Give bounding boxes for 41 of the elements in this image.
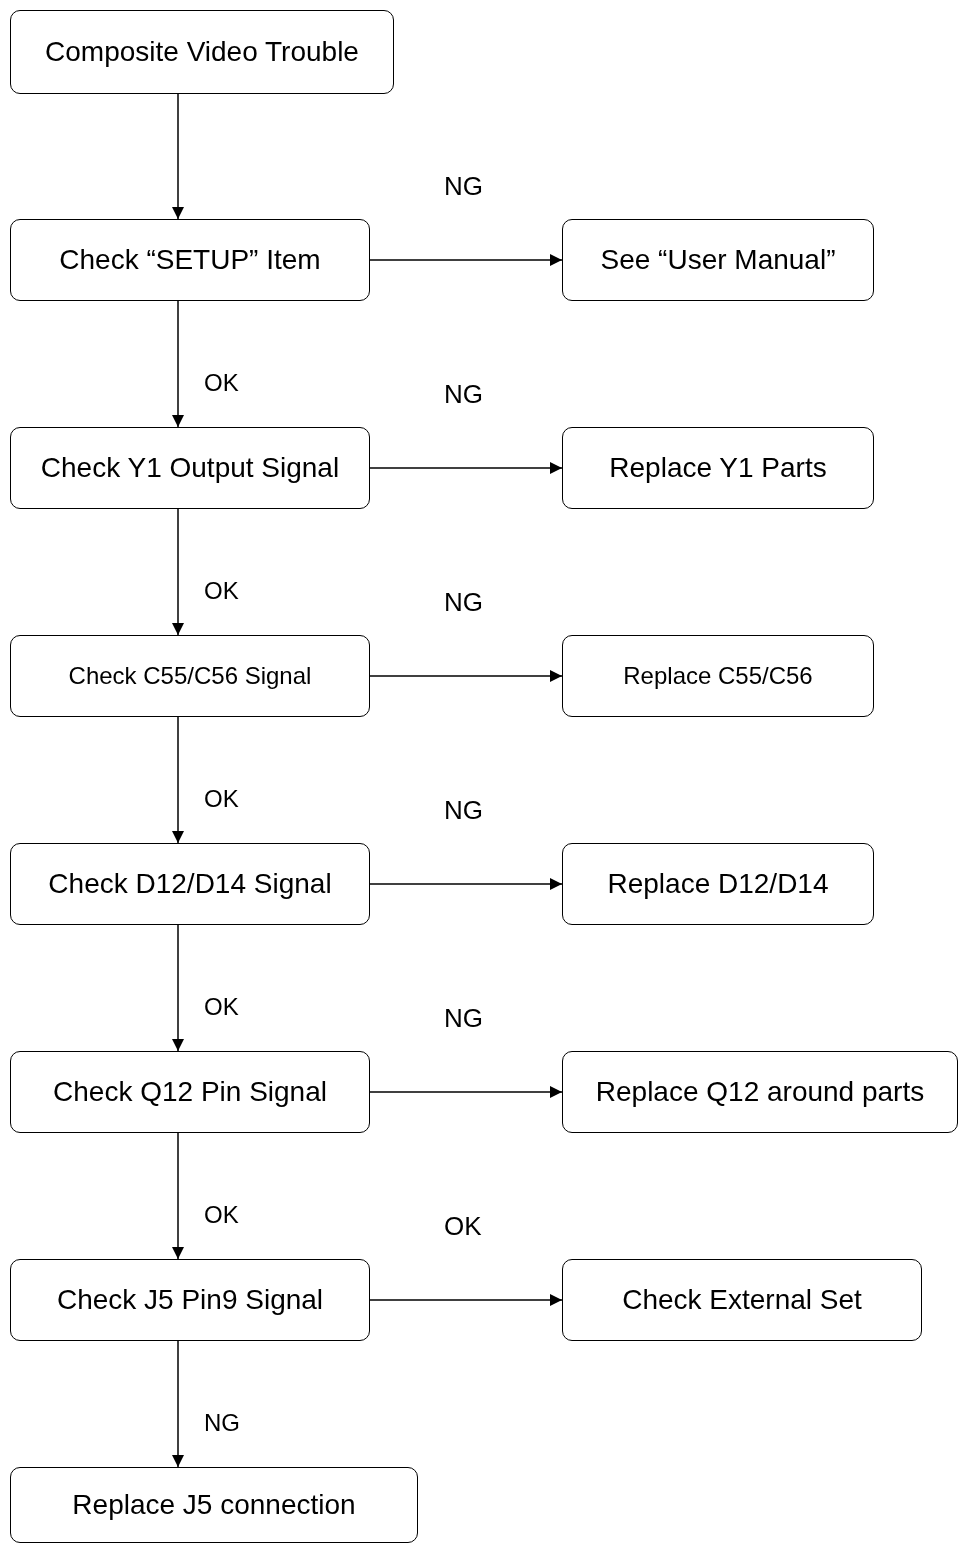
arrow xyxy=(369,670,563,682)
box-label: Replace C55/C56 xyxy=(623,662,813,690)
arrow xyxy=(172,924,184,1052)
process-box xyxy=(562,635,874,717)
box-label: Composite Video Trouble xyxy=(45,36,359,68)
arrow xyxy=(172,1340,184,1468)
box-label: Check Y1 Output Signal xyxy=(40,452,340,484)
arrow xyxy=(369,878,563,890)
process-box xyxy=(10,1467,418,1543)
arrow xyxy=(172,1132,184,1260)
arrow xyxy=(369,1086,563,1098)
process-box xyxy=(10,427,370,509)
process-box xyxy=(562,219,874,301)
process-box xyxy=(10,219,370,301)
arrow xyxy=(369,1294,563,1306)
process-box xyxy=(562,1259,922,1341)
box-label: Check “SETUP” Item xyxy=(59,244,321,276)
box-label: See “User Manual” xyxy=(600,244,836,276)
box-label: Replace D12/D14 xyxy=(607,868,829,900)
box-label: Check Q12 Pin Signal xyxy=(53,1076,327,1108)
arrow xyxy=(172,300,184,428)
arrow xyxy=(369,254,563,266)
box-label: Check D12/D14 Signal xyxy=(48,868,332,900)
arrow xyxy=(369,462,563,474)
box-label: Replace Q12 around parts xyxy=(595,1076,925,1108)
process-box xyxy=(562,427,874,509)
box-label: Check C55/C56 Signal xyxy=(68,662,312,690)
arrow xyxy=(172,93,184,220)
box-label: Replace Y1 Parts xyxy=(609,452,827,484)
process-box xyxy=(10,843,370,925)
box-label: Check J5 Pin9 Signal xyxy=(56,1284,324,1316)
process-box xyxy=(562,1051,958,1133)
box-label: Replace J5 connection xyxy=(72,1489,356,1521)
process-box xyxy=(562,843,874,925)
process-box xyxy=(10,635,370,717)
process-box xyxy=(10,10,394,94)
process-box xyxy=(10,1051,370,1133)
arrow xyxy=(172,716,184,844)
box-label: Check External Set xyxy=(622,1284,862,1316)
process-box xyxy=(10,1259,370,1341)
arrow xyxy=(172,508,184,636)
